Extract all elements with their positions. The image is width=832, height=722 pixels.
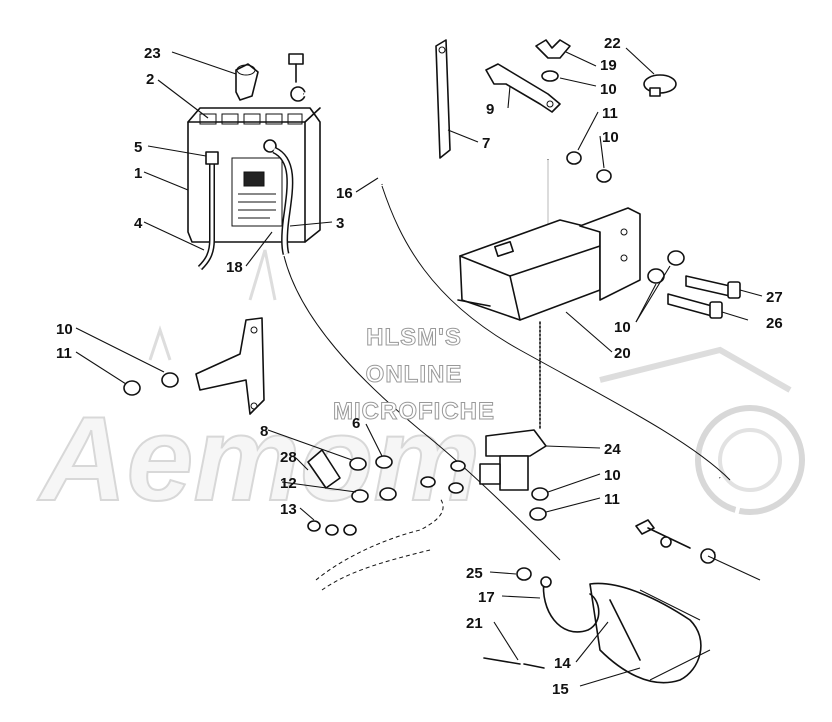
hold-down-strap bbox=[435, 39, 451, 159]
strap-bracket bbox=[485, 63, 561, 113]
callout-10-top: 10 bbox=[600, 81, 617, 98]
hose-clamp bbox=[643, 74, 677, 97]
callout-10-right: 10 bbox=[614, 319, 631, 336]
wire-17 bbox=[540, 576, 600, 633]
watermark-text: HLSM'S ONLINE MICROFICHE bbox=[333, 324, 495, 426]
watermark-logo: Aemom bbox=[36, 249, 805, 527]
callout-8: 8 bbox=[260, 423, 268, 440]
callout-14: 14 bbox=[554, 655, 571, 672]
watermark-line-3: MICROFICHE bbox=[333, 398, 495, 425]
callout-27: 27 bbox=[766, 289, 783, 306]
callout-15: 15 bbox=[552, 681, 569, 698]
nut-upper bbox=[566, 151, 582, 165]
callout-28: 28 bbox=[280, 449, 297, 466]
callout-2: 2 bbox=[146, 71, 154, 88]
callout-11-left: 11 bbox=[56, 345, 72, 362]
vent-tube bbox=[197, 151, 219, 271]
terminal-bolt bbox=[288, 53, 304, 83]
hardware-washers bbox=[307, 455, 466, 536]
callout-18: 18 bbox=[226, 259, 243, 276]
mount-bracket bbox=[195, 317, 265, 415]
nut-left bbox=[123, 380, 141, 396]
callout-25: 25 bbox=[466, 565, 483, 582]
washer-solenoid bbox=[531, 487, 549, 501]
callout-22: 22 bbox=[604, 35, 621, 52]
callout-3: 3 bbox=[336, 215, 344, 232]
wire-harness bbox=[315, 497, 444, 591]
callout-labels: 23 2 5 1 4 18 3 16 7 9 19 10 22 11 10 27… bbox=[56, 35, 783, 698]
callout-11-solenoid: 11 bbox=[604, 491, 620, 508]
callout-9: 9 bbox=[486, 101, 494, 118]
wing-nut bbox=[535, 39, 571, 59]
watermark-line-2: ONLINE bbox=[366, 361, 463, 388]
washer-right-b bbox=[647, 268, 665, 284]
callout-12: 12 bbox=[280, 475, 297, 492]
battery-label bbox=[231, 157, 283, 227]
solenoid bbox=[479, 321, 547, 491]
nut-25 bbox=[516, 567, 532, 581]
callout-19: 19 bbox=[600, 57, 617, 74]
leader-lines bbox=[75, 47, 763, 687]
callout-20: 20 bbox=[614, 345, 631, 362]
callout-10-solenoid: 10 bbox=[604, 467, 621, 484]
callout-10-left: 10 bbox=[56, 321, 73, 338]
terminal-cover bbox=[235, 63, 259, 101]
boot-28 bbox=[307, 449, 341, 489]
callout-5: 5 bbox=[134, 139, 142, 156]
callout-17: 17 bbox=[478, 589, 495, 606]
bolt-27 bbox=[685, 275, 741, 299]
battery-tray bbox=[457, 207, 641, 321]
callout-13: 13 bbox=[280, 501, 297, 518]
callout-4: 4 bbox=[134, 215, 143, 232]
callout-10-upper: 10 bbox=[602, 129, 619, 146]
positive-cable bbox=[290, 86, 761, 581]
callout-26: 26 bbox=[766, 315, 783, 332]
callout-16: 16 bbox=[336, 185, 353, 202]
battery bbox=[187, 107, 321, 243]
callout-24: 24 bbox=[604, 441, 621, 458]
callout-11-upper: 11 bbox=[602, 105, 618, 122]
washer-right-a bbox=[667, 250, 685, 266]
negative-cable bbox=[263, 139, 561, 561]
callout-23: 23 bbox=[144, 45, 161, 62]
callout-21: 21 bbox=[466, 615, 483, 632]
nut-solenoid bbox=[529, 507, 547, 521]
bolt-26 bbox=[667, 293, 723, 319]
watermark-logo-text: Aemom bbox=[37, 392, 480, 526]
fuse-holder bbox=[589, 582, 711, 684]
washer-left bbox=[161, 372, 179, 388]
callout-6: 6 bbox=[352, 415, 360, 432]
washer-upper bbox=[596, 169, 612, 183]
watermark-line-1: HLSM'S bbox=[366, 324, 462, 351]
washer-top bbox=[541, 70, 559, 82]
spring-21 bbox=[483, 657, 545, 669]
callout-7: 7 bbox=[482, 135, 490, 152]
callout-1: 1 bbox=[134, 165, 142, 182]
